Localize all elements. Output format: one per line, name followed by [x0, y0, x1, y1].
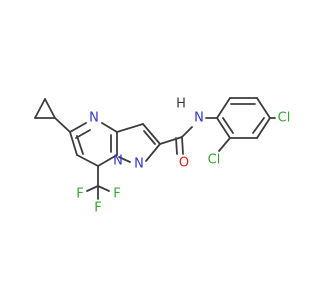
bond	[118, 156, 131, 163]
atom-label-nitrogen-amide: N	[194, 111, 204, 126]
bond	[143, 130, 156, 145]
atom-label-hydrogen: H	[176, 97, 186, 112]
bond	[76, 154, 99, 167]
atom-label-fluorine-bottom: F	[94, 201, 101, 216]
bond	[145, 143, 161, 162]
bond-layer	[34, 97, 276, 200]
bond	[34, 98, 46, 119]
bond	[181, 136, 184, 155]
atom-label-nitrogen-pyrazole: N	[134, 157, 144, 172]
bond	[97, 185, 110, 192]
bond	[181, 126, 193, 138]
bond	[159, 136, 183, 145]
bond	[142, 123, 161, 145]
bond	[175, 137, 178, 155]
atom-label-fluorine-left: F	[76, 187, 83, 202]
bond	[54, 117, 71, 133]
bond	[69, 131, 78, 156]
bond	[222, 117, 234, 134]
bond	[44, 98, 56, 119]
atom-label-chlorine-para: Cl	[278, 111, 291, 126]
bond	[218, 137, 231, 152]
atom-label-nitrogen-bridgehead: N	[113, 154, 123, 169]
atom-label-oxygen: O	[179, 156, 189, 171]
atom-label-fluorine-right: F	[113, 187, 120, 202]
bond	[216, 97, 231, 119]
bond	[75, 129, 91, 139]
molecule-structure: N N N N H O Cl Cl F F F	[34, 97, 290, 216]
bond	[256, 97, 271, 119]
bond	[76, 135, 84, 155]
bond	[256, 117, 271, 139]
bond	[101, 122, 118, 133]
atom-label-layer: N N N N H O Cl Cl F F F	[76, 97, 290, 216]
bond	[86, 185, 99, 192]
bond	[69, 122, 87, 133]
bond	[97, 154, 118, 167]
bond	[216, 117, 231, 139]
bond	[252, 117, 265, 134]
atom-label-nitrogen-pyrimidine: N	[89, 111, 99, 126]
bond	[116, 123, 144, 133]
atom-label-chlorine-ortho: Cl	[208, 153, 221, 168]
